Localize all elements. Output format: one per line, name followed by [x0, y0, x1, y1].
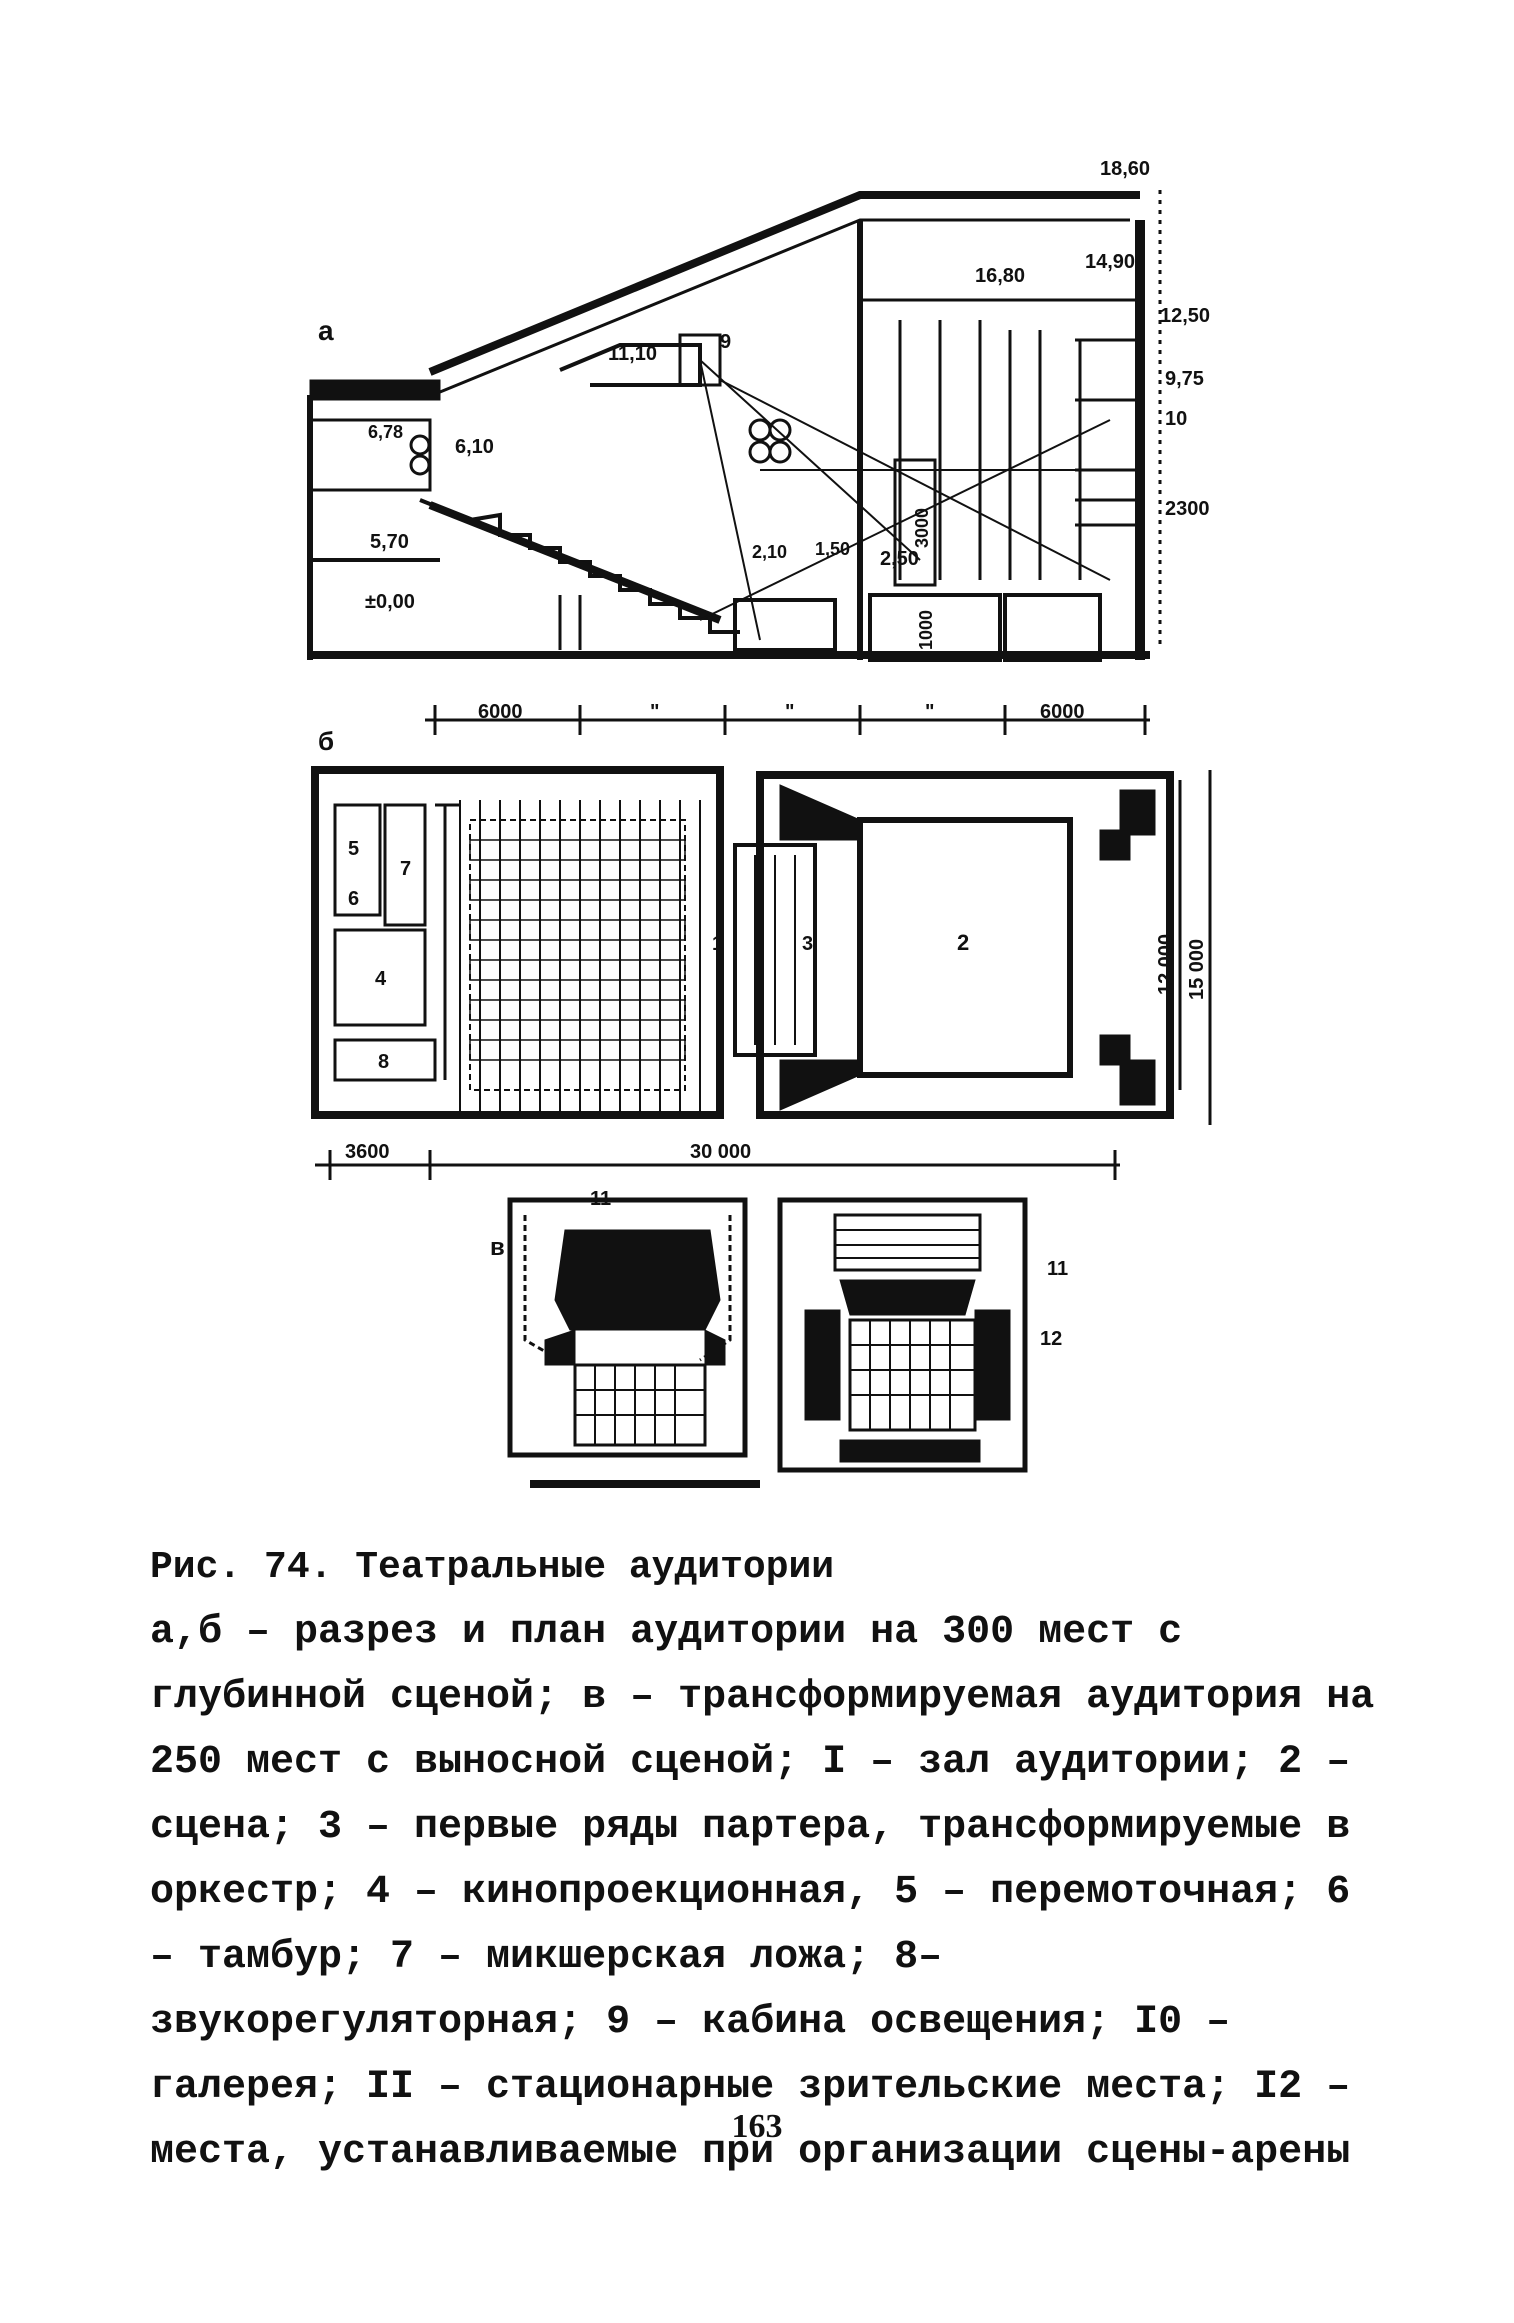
elevation-12-50: 12,50 — [1160, 305, 1210, 327]
plan-b-drawing: б — [311, 726, 1212, 1180]
callout-10: 10 — [1165, 408, 1187, 430]
room-number-5: 5 — [348, 838, 359, 860]
dimension-ditto-2: " — [785, 701, 794, 723]
elevation-9-75: 9,75 — [1165, 368, 1204, 390]
dimension-30000: 30 000 — [690, 1141, 751, 1163]
architectural-drawing: а — [307, 158, 1212, 1488]
dimension-ditto-3: " — [925, 701, 934, 723]
callout-9: 9 — [720, 331, 731, 353]
room-number-1: 1 — [712, 933, 723, 955]
plan-c-drawing: в — [490, 1197, 1028, 1488]
elevation-0-00: ±0,00 — [365, 591, 415, 613]
elevation-16-80: 16,80 — [975, 265, 1025, 287]
elevation-3000: 3000 — [912, 508, 932, 548]
elevation-2300: 2300 — [1165, 498, 1210, 520]
plan-c-label: в — [490, 1234, 505, 1261]
elevation-2-10: 2,10 — [752, 542, 787, 562]
plan-c-labels: 11 11 12 — [590, 1188, 1068, 1350]
figure-caption: Рис. 74. Театральные аудитории а,б – раз… — [150, 1535, 1380, 2185]
plan-b-label: б — [318, 726, 334, 756]
room-number-7: 7 — [400, 858, 411, 880]
elevation-2-50: 2,50 — [880, 548, 919, 570]
room-number-4: 4 — [375, 968, 387, 990]
dimension-3600: 3600 — [345, 1141, 390, 1163]
elevation-6-78: 6,78 — [368, 422, 403, 442]
room-number-6: 6 — [348, 888, 359, 910]
room-number-3: 3 — [802, 933, 813, 955]
section-a-labels: 18,60 16,80 14,90 12,50 11,10 9,75 6,78 … — [365, 158, 1210, 723]
dimension-15000: 15 000 — [1186, 939, 1208, 1000]
callout-11-left: 11 — [590, 1188, 611, 1210]
section-a-drawing: а — [307, 190, 1162, 735]
elevation-1-50: 1,50 — [815, 539, 850, 559]
caption-title: Рис. 74. Театральные аудитории — [150, 1546, 835, 1589]
dimension-12000: 12 000 — [1155, 934, 1177, 995]
callout-12: 12 — [1040, 1328, 1062, 1350]
page-number: 163 — [731, 2108, 783, 2145]
section-a-label: а — [318, 315, 334, 346]
dimension-ditto-1: " — [650, 701, 659, 723]
dimension-6000-left: 6000 — [478, 701, 523, 723]
elevation-11-10: 11,10 — [608, 343, 657, 365]
elevation-14-90: 14,90 — [1085, 251, 1135, 273]
dimension-6000-right: 6000 — [1040, 701, 1085, 723]
elevation-1000: 1000 — [916, 610, 936, 650]
elevation-18-60: 18,60 — [1100, 158, 1150, 180]
room-number-8: 8 — [378, 1051, 389, 1073]
caption-body: а,б – разрез и план аудитории на 300 мес… — [150, 1610, 1375, 2175]
room-number-2: 2 — [957, 930, 969, 955]
callout-11-right: 11 — [1047, 1258, 1068, 1280]
elevation-6-10: 6,10 — [455, 436, 494, 458]
plan-b-labels: 5 6 7 4 8 1 3 2 3600 30 000 12 000 15 00… — [345, 838, 1208, 1163]
elevation-5-70: 5,70 — [370, 531, 409, 553]
